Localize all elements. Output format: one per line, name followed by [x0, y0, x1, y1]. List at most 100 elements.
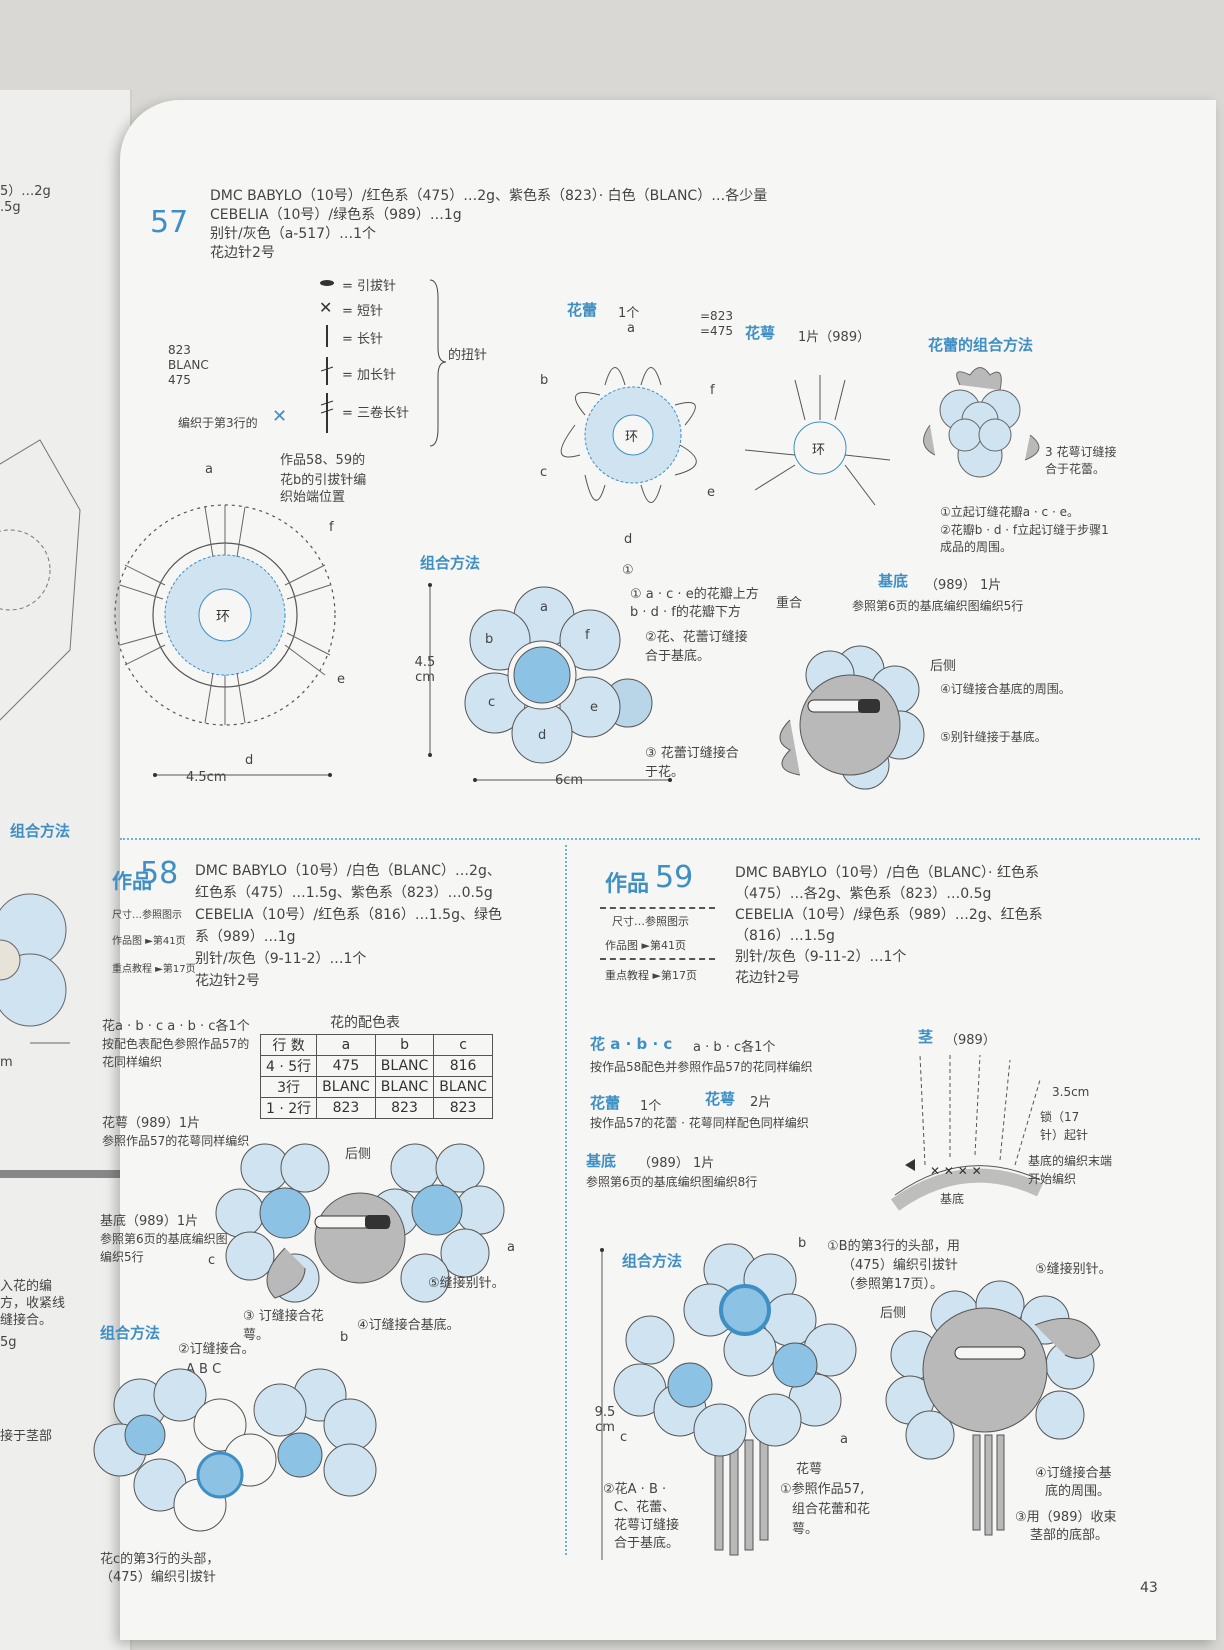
- work59-note: ②花A · B ·: [603, 1482, 667, 1497]
- bud-petal-a: a: [627, 321, 635, 336]
- work59-note: 底的周围。: [1045, 1484, 1111, 1499]
- work57-material-line: 花边针2号: [210, 245, 275, 261]
- work59-note: 组合花蕾和花: [792, 1502, 871, 1517]
- work59-base-note: 参照第6页的基底编织图编织8行: [586, 1175, 758, 1189]
- work59-bud-title: 花蕾: [590, 1094, 621, 1112]
- stem-title: 茎: [918, 1028, 934, 1046]
- back-note: ⑤别针缝接于基底。: [940, 730, 1047, 744]
- back-drawing-58: [215, 1143, 505, 1303]
- petal-c-58: c: [208, 1253, 216, 1268]
- back-title: 后侧: [930, 659, 957, 674]
- assy59-petal-c: c: [620, 1430, 628, 1445]
- work58-back-note: ③ 订缝接合花萼。: [243, 1309, 324, 1343]
- work59-flower-count: a · b · c各1个: [693, 1040, 776, 1055]
- work57-material-line: DMC BABYLO（10号）/红色系（475）…2g、紫色系（823）· 白色…: [210, 188, 768, 204]
- bud-assembly-drawing: [923, 367, 1040, 478]
- back-note: ④订缝接合基底的周围。: [940, 682, 1071, 696]
- calyx-title: 花萼: [745, 324, 776, 342]
- work59-base-count: （989） 1片: [638, 1156, 715, 1171]
- assy-petal-f: f: [585, 628, 590, 643]
- petal-f: f: [329, 520, 334, 535]
- work58-bottom-note: （475）编织引拔针: [100, 1570, 216, 1585]
- svg-text:✕: ✕: [319, 298, 332, 317]
- work59-material-line: CEBELIA（10号）/绿色系（989）…2g、红色系: [735, 907, 1043, 923]
- petal-a: a: [205, 462, 213, 477]
- stem-note: 基底的编织末端: [1028, 1154, 1113, 1168]
- work58-flower-note: 花a · b · c a · b · c各1个: [102, 1019, 250, 1034]
- work59-material-line: 别针/灰色（9-11-2）…1个: [735, 949, 907, 965]
- color-key: 475: [168, 373, 191, 387]
- back-drawing-59: [885, 1280, 1101, 1536]
- assembly-drawing-58: [93, 1368, 377, 1532]
- work59-back-title: 后侧: [880, 1306, 907, 1321]
- work58-bottom-note: 花c的第3行的头部，: [100, 1552, 220, 1567]
- flower-center-label: 环: [216, 609, 230, 625]
- petal-b-58: b: [340, 1330, 349, 1345]
- work58-flower-note: 花同样编织: [102, 1055, 163, 1069]
- work59-material-line: （475）…各2g、紫色系（823）…0.5g: [735, 886, 992, 902]
- work59-base-title: 基底: [586, 1152, 617, 1170]
- petal-d: d: [245, 753, 254, 768]
- bud-title: 花蕾: [567, 301, 598, 319]
- work59-flower-note: 按作品58配色并参照作品57的花同样编织: [590, 1060, 813, 1074]
- assembly-note: ①: [622, 563, 634, 578]
- bud-color: =475: [700, 324, 733, 338]
- assembly-note: ②花、花蕾订缝接合于基底。: [645, 630, 748, 664]
- svg-text:环: 环: [812, 443, 825, 458]
- work59-note: 花萼订缝接: [614, 1518, 680, 1533]
- left-fragment: 5）…2g: [0, 184, 51, 199]
- calyx-count: 1片（989）: [798, 330, 871, 345]
- work59-note: （475）编织引拔针: [842, 1258, 958, 1273]
- bud-petal-d: d: [624, 532, 633, 547]
- bud-petal-c: c: [540, 465, 548, 480]
- work57-width: 4.5cm: [186, 770, 227, 785]
- flower-note: 作品58、59的: [280, 453, 366, 468]
- work59-note: 萼。: [792, 1522, 819, 1537]
- base-count: （989） 1片: [925, 578, 1002, 593]
- third-row-note: 编织于第3行的: [178, 416, 258, 430]
- work58-back-note: ④订缝接合基底。: [357, 1318, 460, 1333]
- work58-calyx-note: 参照作品57的花萼同样编织: [102, 1134, 250, 1148]
- work59-note: ①参照作品57,: [780, 1482, 865, 1497]
- bud-assembly-title: 花蕾的组合方法: [928, 336, 1034, 354]
- legend-twisted: 的扭针: [448, 348, 488, 363]
- assy-petal-a: a: [540, 600, 548, 615]
- work59-bud-note: 按作品57的花蕾 · 花萼同样配色同样编织: [590, 1116, 809, 1130]
- svg-text:环: 环: [625, 430, 638, 445]
- work58-base-note: 参照第6页的基底编织图: [100, 1232, 228, 1246]
- work58-assembly-note: ②订缝接合。: [178, 1342, 255, 1357]
- work59-height: 9.5 cm: [594, 1405, 616, 1435]
- sc-icon: ✕: [272, 406, 288, 427]
- petal-e: e: [337, 672, 345, 687]
- assy-petal-c: c: [488, 695, 496, 710]
- work57-material-line: CEBELIA（10号）/绿色系（989）…1g: [210, 207, 462, 223]
- stem-note: 基底: [940, 1192, 965, 1206]
- left-fragment: 入花的编: [0, 1279, 53, 1294]
- work57-material-line: 别针/灰色（a-517）…1个: [210, 226, 376, 242]
- flower-note: 花b的引拔针编: [280, 473, 367, 488]
- left-fragment: m: [0, 1055, 13, 1070]
- work58-material-line: 花边针2号: [195, 973, 260, 989]
- left-fragment: 5g: [0, 1335, 17, 1350]
- color-table-title: 花的配色表: [330, 1015, 400, 1031]
- work58-material-line: 红色系（475）…1.5g、紫色系（823）…0.5g: [195, 885, 493, 901]
- flower-note: 织始端位置: [280, 490, 346, 505]
- work59-note: ①B的第3行的头部，用: [827, 1239, 960, 1254]
- work58-ref: 作品图 ►第41页: [112, 936, 186, 947]
- work58-material-line: 系（989）…1g: [195, 929, 296, 945]
- left-fragment: 接于茎部: [0, 1429, 53, 1444]
- left-assembly-title: 组合方法: [10, 822, 71, 840]
- stem-count: （989）: [945, 1033, 996, 1048]
- assy59-petal-a: a: [840, 1432, 848, 1447]
- legend-brace: [429, 279, 447, 447]
- work58-flower-note: 按配色表配色参照作品57的: [102, 1037, 250, 1051]
- work58-number: 58: [140, 856, 179, 891]
- assembly-note: ③ 花蕾订缝接合于花。: [645, 746, 739, 780]
- assy59-petal-b: b: [798, 1236, 807, 1251]
- bud-color: =823: [700, 309, 733, 323]
- color-key: BLANC: [168, 358, 209, 372]
